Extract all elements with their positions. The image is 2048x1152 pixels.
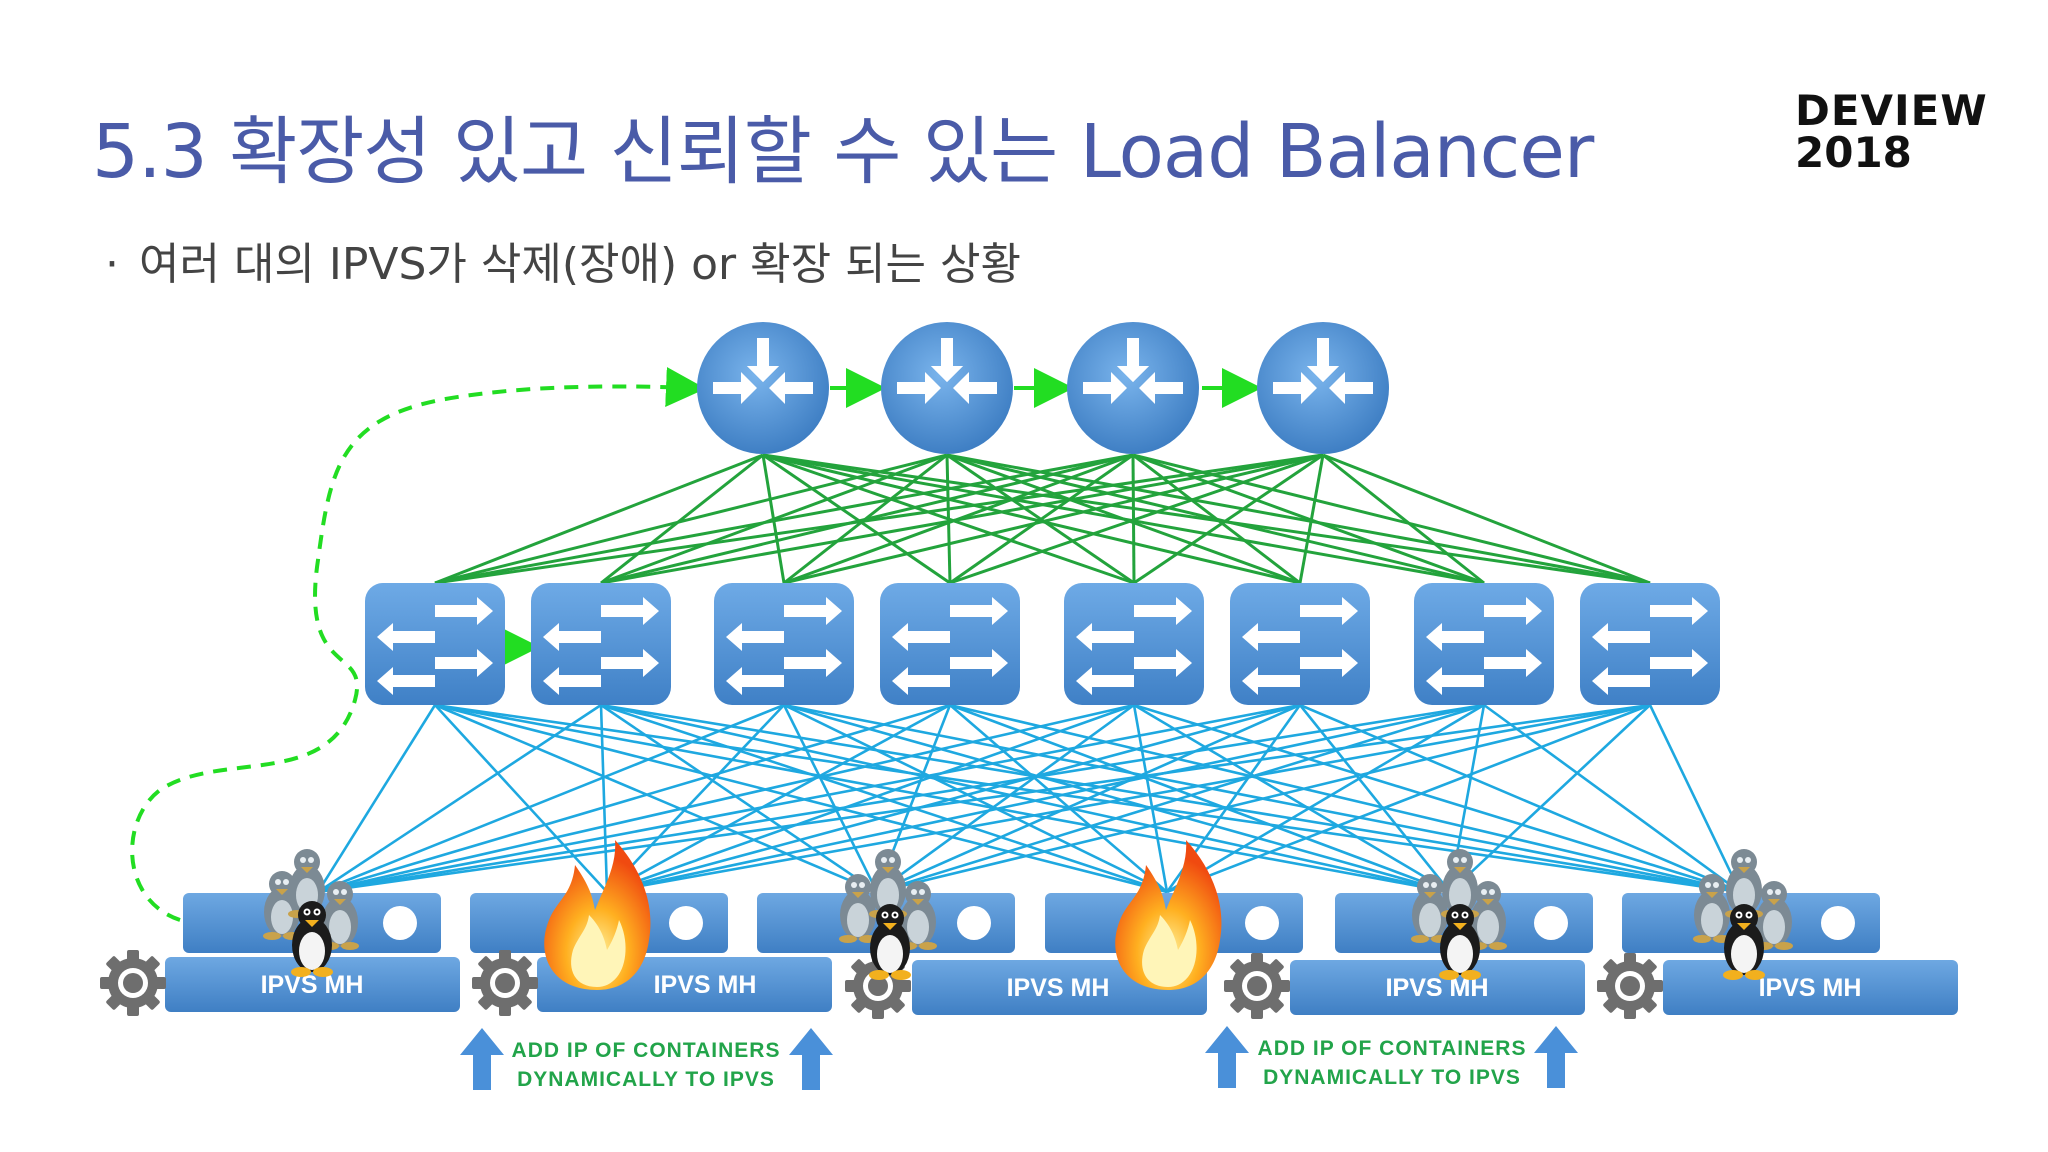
failover-flow-path <box>130 366 706 922</box>
note-line-1: ADD IP OF CONTAINERS <box>1258 1037 1527 1060</box>
up-arrow-icon <box>1205 1026 1249 1088</box>
up-arrow-icon <box>460 1028 504 1090</box>
ipvs-node-4: IPVS MH <box>1045 840 1585 1019</box>
gear-icon <box>100 950 166 1016</box>
bullet-dot: · <box>105 239 119 290</box>
ipvs-label: IPVS MH <box>654 971 757 999</box>
fire-icon <box>544 840 651 990</box>
ipvs-node-5: IPVS MH <box>1335 849 1593 1002</box>
note-group-left: ADD IP OF CONTAINERS DYNAMICALLY TO IPVS <box>460 1028 833 1091</box>
switch-icon <box>880 583 1020 705</box>
slide-title: 5.3 확장성 있고 신뢰할 수 있는 Load Balancer <box>92 109 1594 195</box>
switch-icon <box>1230 583 1370 705</box>
note-line-2: DYNAMICALLY TO IPVS <box>1263 1066 1521 1089</box>
note-line-1: ADD IP OF CONTAINERS <box>512 1039 781 1062</box>
router-icon <box>1257 322 1389 454</box>
switch-icon <box>365 583 505 705</box>
gear-icon <box>1597 953 1663 1019</box>
ipvs-label: IPVS MH <box>261 971 364 999</box>
logo-line-1: DEVIEW <box>1795 86 1988 135</box>
bullet-point: · 여러 대의 IPVS가 삭제(장애) or 확장 되는 상황 <box>105 228 1021 292</box>
bullet-text: 여러 대의 IPVS가 삭제(장애) or 확장 되는 상황 <box>139 239 1021 290</box>
ipvs-node-1: IPVS MH <box>100 849 460 1016</box>
ipvs-node-2: IPVS MH <box>470 840 832 1016</box>
router-chain-arrows <box>500 368 1262 667</box>
fire-icon <box>1115 840 1222 990</box>
router-icon <box>881 322 1013 454</box>
switch-icon <box>1580 583 1720 705</box>
ipvs-node-6: IPVS MH <box>1597 849 1958 1019</box>
gear-icon <box>1224 953 1290 1019</box>
deview-logo: DEVIEW 2018 <box>1795 90 1988 174</box>
switch-ipvs-links <box>316 703 1742 894</box>
router-icon <box>1067 322 1199 454</box>
up-arrow-icon <box>1534 1026 1578 1088</box>
switch-icon <box>1414 583 1554 705</box>
gear-icon <box>472 950 538 1016</box>
up-arrow-icon <box>789 1028 833 1090</box>
switch-icon <box>714 583 854 705</box>
switch-icon <box>1064 583 1204 705</box>
router-icon <box>697 322 829 454</box>
note-group-right: ADD IP OF CONTAINERS DYNAMICALLY TO IPVS <box>1205 1026 1578 1089</box>
ipvs-label: IPVS MH <box>1007 974 1110 1002</box>
switch-icon <box>531 583 671 705</box>
ipvs-label: IPVS MH <box>1759 974 1862 1002</box>
note-line-2: DYNAMICALLY TO IPVS <box>517 1068 775 1091</box>
logo-line-2: 2018 <box>1795 128 1912 177</box>
router-switch-links <box>434 453 1651 585</box>
